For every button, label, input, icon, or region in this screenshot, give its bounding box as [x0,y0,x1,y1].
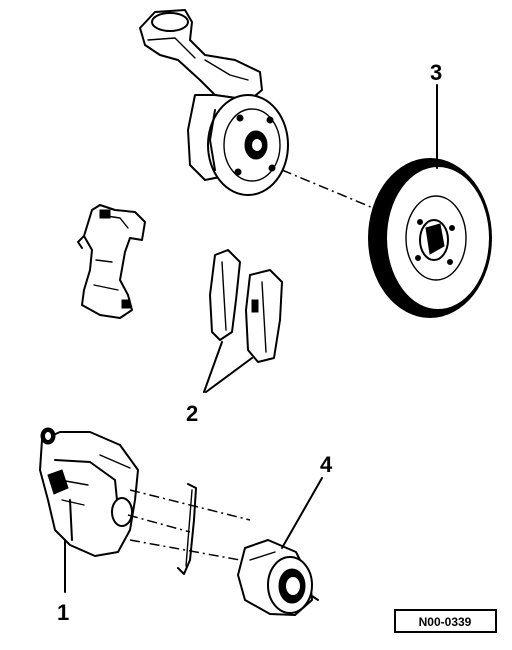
callout-2: 2 [186,401,198,426]
alignment-line-lower [129,539,241,561]
steering-knuckle [139,9,289,196]
callout-4: 4 [320,452,333,477]
caliper-bracket [77,204,146,319]
callout-1: 1 [57,600,69,625]
brake-caliper [39,427,139,557]
figure-code: N00-0339 [419,615,472,629]
alignment-line-upper [129,489,251,521]
brake-pads [209,249,283,363]
leader-line-pad-outer [205,357,253,393]
caliper-piston [237,539,319,616]
retaining-spring [177,483,197,575]
alignment-line-middle [127,514,191,533]
callout-3: 3 [430,60,442,85]
leader-line-pad-inner [203,341,223,393]
figure-code-box: N00-0339 [394,609,497,633]
leader-line-piston [281,477,323,549]
brake-disc [368,158,492,318]
